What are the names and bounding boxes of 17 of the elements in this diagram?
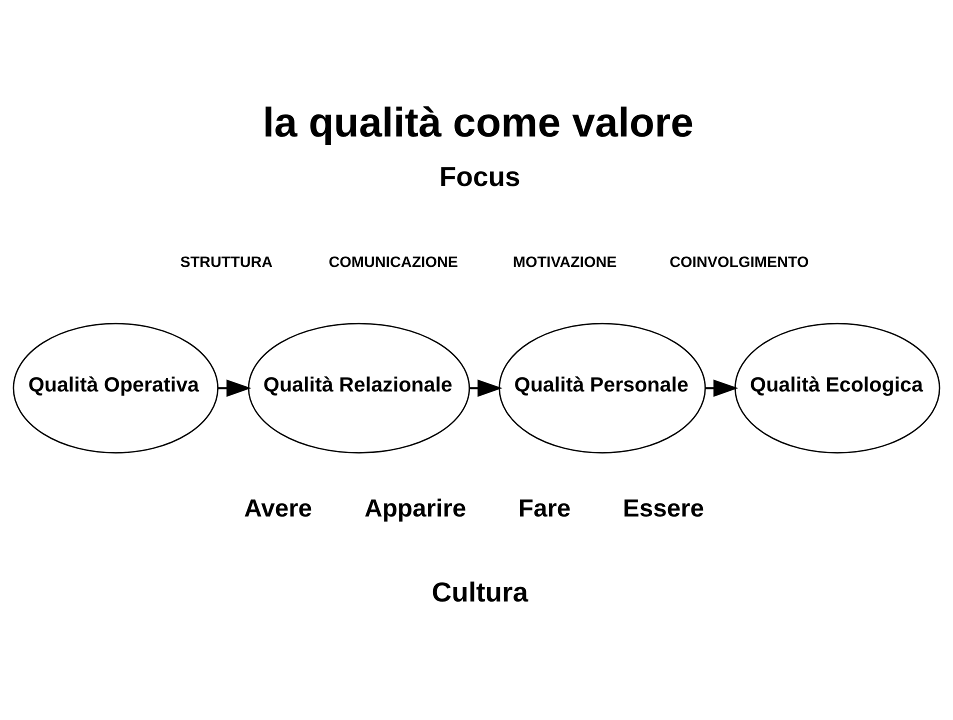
label: Essere — [622, 496, 704, 523]
label: MOTIVAZIONE — [512, 254, 617, 271]
label: COMUNICAZIONE — [328, 254, 458, 271]
label: Focus — [439, 161, 520, 192]
label: Apparire — [364, 496, 466, 523]
label: Avere — [244, 496, 312, 523]
diagram-title: la qualità come valore — [262, 100, 694, 146]
label: STRUTTURA — [180, 254, 273, 271]
node-ellipse: Qualità Operativa — [12, 322, 219, 454]
label: Cultura — [432, 576, 528, 608]
arrow — [218, 380, 252, 397]
node-ellipse: Qualità Ecologica — [734, 322, 940, 454]
arrow — [705, 380, 738, 397]
node-ellipse: Qualità Personale — [498, 322, 706, 454]
label: COINVOLGIMENTO — [670, 254, 809, 271]
label: Fare — [518, 496, 571, 523]
node-ellipse: Qualità Relazionale — [248, 322, 470, 454]
